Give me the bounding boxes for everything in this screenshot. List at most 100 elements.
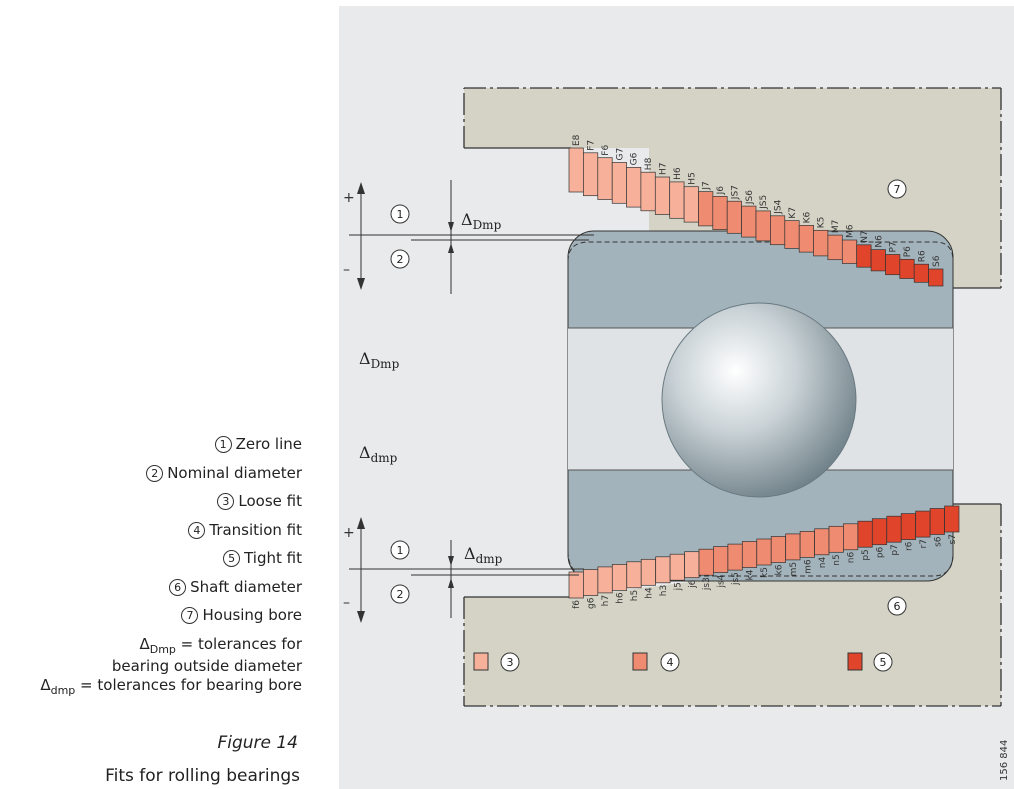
bearing-dashed-bottom xyxy=(567,550,954,577)
plus-sign: + xyxy=(343,190,355,206)
tolerance-class-label: E8 xyxy=(572,134,582,146)
swatch-loose-fit xyxy=(473,652,489,671)
tolerance-bar xyxy=(756,538,772,566)
tolerance-class-label: p7 xyxy=(890,544,900,555)
tolerance-class-label: r7 xyxy=(919,539,929,548)
image-number: 156 844 xyxy=(999,740,1010,781)
tolerance-class-label: G6 xyxy=(630,152,640,165)
tolerance-bar xyxy=(913,263,929,283)
tolerance-bar xyxy=(698,548,714,576)
tolerance-class-label: s7 xyxy=(948,534,958,544)
tolerance-class-label: p6 xyxy=(876,546,886,558)
delta-dmp-upper: ΔDmp xyxy=(461,210,502,232)
tolerance-class-label: k6 xyxy=(774,564,784,575)
arrow-plus-up xyxy=(357,182,365,194)
tolerance-class-label: g6 xyxy=(587,597,597,609)
tolerance-bar xyxy=(626,561,642,589)
arrow-minus-down xyxy=(357,278,365,290)
marker-7: 7 xyxy=(887,179,907,199)
tolerance-class-label: n5 xyxy=(832,554,842,565)
tolerance-bar xyxy=(856,244,872,268)
svg-text:1: 1 xyxy=(397,544,404,557)
swatch-tight-fit xyxy=(847,652,863,671)
tolerance-bar xyxy=(785,533,801,561)
svg-text:3: 3 xyxy=(507,656,514,669)
delta-dmp-outer-mid: ΔDmp xyxy=(359,349,400,371)
tolerance-bar xyxy=(784,220,800,249)
tolerance-class-label: H7 xyxy=(659,163,669,176)
tolerance-class-label: M7 xyxy=(831,220,841,234)
tolerance-class-label: JS5 xyxy=(759,195,769,210)
tolerance-class-label: F7 xyxy=(587,140,597,151)
tolerance-bar xyxy=(799,531,815,558)
tolerance-bar xyxy=(640,558,656,586)
tolerance-bar xyxy=(597,157,613,200)
arrow-dmp-upper xyxy=(448,222,454,232)
tolerance-bar xyxy=(683,186,699,223)
marker-3: 3 xyxy=(500,652,520,672)
tolerance-bar xyxy=(871,518,888,546)
tolerance-bar xyxy=(583,152,599,197)
housing-outline xyxy=(463,87,1002,289)
delta-dmp-lower: Δdmp xyxy=(464,544,503,566)
tolerance-bar xyxy=(611,162,627,204)
tolerance-class-label: H6 xyxy=(673,167,683,180)
tolerance-bar xyxy=(741,205,757,238)
tolerance-bar xyxy=(726,200,742,234)
tolerance-class-label: J6 xyxy=(716,186,726,196)
tolerance-class-label: h4 xyxy=(644,587,654,599)
marker-1-upper: 1 xyxy=(390,204,410,224)
svg-text:5: 5 xyxy=(880,656,887,669)
marker-2-upper: 2 xyxy=(390,249,410,269)
tolerance-class-label: n4 xyxy=(818,557,828,569)
tolerance-bar xyxy=(915,510,931,538)
tolerance-class-label: F6 xyxy=(601,145,611,156)
tolerance-class-label: p5 xyxy=(861,549,871,560)
tolerance-bar xyxy=(741,541,758,568)
tolerance-bar xyxy=(698,191,714,227)
tolerance-class-label: h5 xyxy=(630,590,640,601)
marker-2-lower: 2 xyxy=(390,584,410,604)
tolerance-bar xyxy=(886,515,902,543)
tolerance-class-label: js3 xyxy=(702,577,712,591)
tolerance-class-label: h7 xyxy=(601,595,611,606)
tolerance-bar xyxy=(928,268,944,287)
tolerance-class-label: P7 xyxy=(889,241,899,252)
tolerance-bar xyxy=(900,513,916,540)
plus-sign-2: + xyxy=(343,525,355,541)
tolerance-class-label: k5 xyxy=(760,567,770,578)
tolerance-class-label: H5 xyxy=(687,172,697,185)
tolerance-class-label: R6 xyxy=(917,250,927,262)
tolerance-class-label: js4 xyxy=(717,574,727,588)
tolerance-bar xyxy=(597,566,613,594)
tolerance-bar xyxy=(813,229,829,257)
tolerance-bar xyxy=(841,239,858,264)
minus-sign: – xyxy=(343,262,350,278)
tolerance-class-label: K5 xyxy=(817,217,827,229)
bearing-ball xyxy=(661,302,857,498)
bearing-dashed-top xyxy=(567,241,954,262)
tolerance-bar xyxy=(654,176,671,215)
tolerance-bar xyxy=(944,505,960,533)
tolerance-bar xyxy=(640,171,656,212)
tolerance-bar xyxy=(655,556,671,584)
tolerance-bar xyxy=(857,520,873,548)
marker-6: 6 xyxy=(887,596,907,616)
tolerance-class-label: s6 xyxy=(933,536,943,547)
svg-text:7: 7 xyxy=(894,183,901,196)
svg-text:1: 1 xyxy=(397,208,404,221)
tolerance-bar xyxy=(827,234,843,261)
tolerance-class-label: j5 xyxy=(673,582,683,591)
tolerance-class-label: JS6 xyxy=(745,190,755,205)
legend-delta-outer-2: bearing outside diameter xyxy=(111,656,302,675)
marker-4: 4 xyxy=(660,652,680,672)
tolerance-class-label: m6 xyxy=(803,559,813,574)
